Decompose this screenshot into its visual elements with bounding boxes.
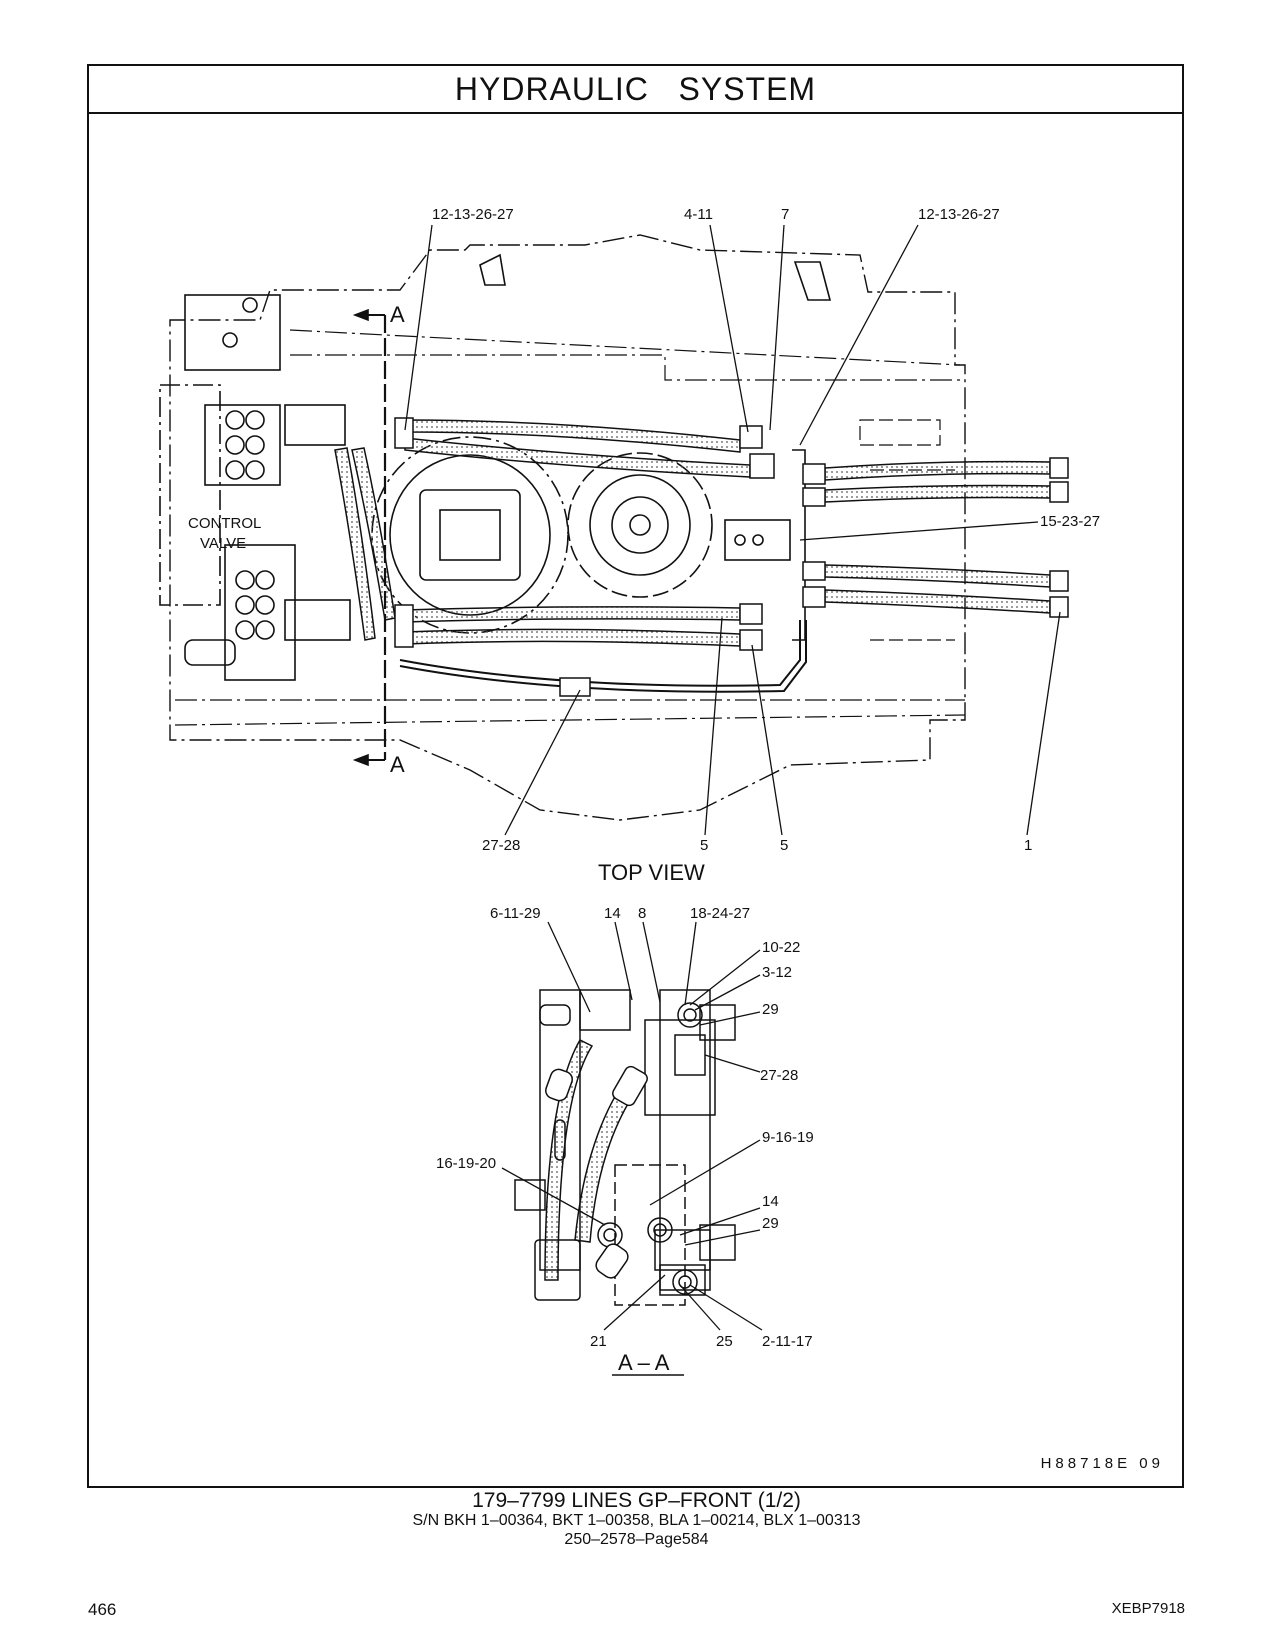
control-valve-upper-block: [184, 294, 281, 371]
valve-block: [724, 519, 791, 561]
label-18-24-27: 18-24-27: [690, 905, 750, 922]
label-15-23-27: 15-23-27: [1040, 513, 1100, 530]
hose-lower-right-b: [824, 589, 1051, 614]
label-27-28-section: 27-28: [760, 1067, 798, 1084]
label-valve: VALVE: [200, 535, 246, 552]
document-number: XEBP7918: [1111, 1600, 1185, 1617]
label-16-19-20: 16-19-20: [436, 1155, 496, 1172]
hose-vertical-1: [334, 447, 376, 641]
page-number: 466: [88, 1600, 117, 1619]
illustration-code: H88718E 09: [1040, 1455, 1164, 1472]
label-29-top: 29: [762, 1001, 779, 1018]
section-marker-top: A: [390, 302, 405, 327]
footer-part-title: 179–7799 LINES GP–FRONT (1/2): [472, 1489, 801, 1512]
label-9-16-19: 9-16-19: [762, 1129, 814, 1146]
label-14-bottom: 14: [762, 1193, 779, 1210]
hose-5-a: [404, 606, 741, 623]
hose-5-b: [404, 628, 741, 647]
label-5-b: 5: [780, 837, 788, 854]
section-view-labels: 6-11-29 14 8 18-24-27 10-22 3-12 29 27-2…: [436, 905, 814, 1375]
section-hose-right: [574, 1078, 640, 1243]
label-12-13-26-27-right: 12-13-26-27: [918, 206, 1000, 223]
hose-upper-right-b: [824, 484, 1051, 503]
label-4-11: 4-11: [684, 206, 713, 223]
label-27-28: 27-28: [482, 837, 520, 854]
title-bar: HYDRAULIC SYSTEM: [89, 66, 1182, 114]
top-view-hoses: [334, 417, 1069, 697]
hose-lower-right-a: [824, 564, 1051, 588]
label-control: CONTROL: [188, 515, 261, 532]
label-12-13-26-27-left: 12-13-26-27: [432, 206, 514, 223]
top-view-labels: 12-13-26-27 4-11 7 12-13-26-27 15-23-27 …: [188, 206, 1100, 885]
section-marker-bottom: A: [390, 752, 405, 777]
label-29-bottom: 29: [762, 1215, 779, 1232]
label-10-22: 10-22: [762, 939, 800, 956]
label-5-a: 5: [700, 837, 708, 854]
label-3-12: 3-12: [762, 964, 792, 981]
diagram-frame: HYDRAULIC SYSTEM H88718E 09: [87, 64, 1184, 1488]
section-view-hoses: [544, 1039, 648, 1281]
footer-page-reference: 250–2578–Page584: [564, 1531, 709, 1548]
label-6-11-29: 6-11-29: [490, 905, 541, 922]
label-8: 8: [638, 905, 646, 922]
section-caption: A – A: [618, 1350, 670, 1375]
page-title: HYDRAULIC SYSTEM: [454, 70, 817, 107]
top-view-drawing: [159, 234, 966, 821]
section-view-leaders: [501, 921, 763, 1376]
top-view-leaders: [404, 224, 1061, 836]
hose-upper-right-a: [824, 460, 1051, 481]
label-1: 1: [1024, 837, 1032, 854]
machine-outline: [169, 234, 966, 821]
top-view-caption: TOP VIEW: [598, 860, 705, 885]
label-2-11-17: 2-11-17: [762, 1333, 813, 1350]
label-21: 21: [590, 1333, 607, 1350]
label-14-top: 14: [604, 905, 621, 922]
footer-serial-numbers: S/N BKH 1–00364, BKT 1–00358, BLA 1–0021…: [412, 1512, 861, 1529]
hose-4-11: [404, 419, 741, 453]
label-7: 7: [781, 206, 789, 223]
label-25: 25: [716, 1333, 733, 1350]
